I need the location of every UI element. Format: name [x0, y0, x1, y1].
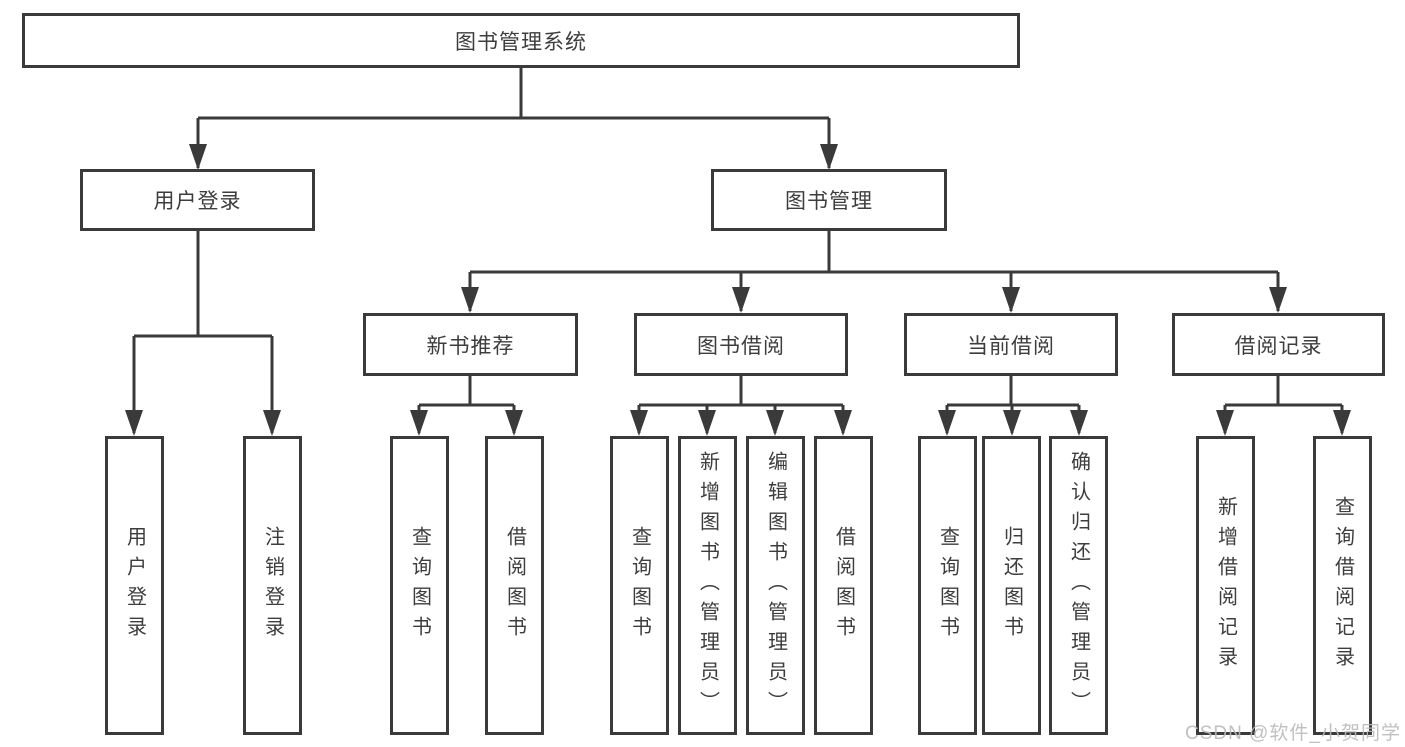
- leaf-borrow-books: 借阅图书: [814, 436, 873, 735]
- leaf-confirm-return-admin: 确认归还（管理员）: [1049, 436, 1108, 735]
- node-new-book-recommend: 新书推荐: [363, 313, 578, 376]
- leaf-edit-books-admin: 编辑图书（管理员）: [746, 436, 805, 735]
- leaf-borrow-books-recommend: 借阅图书: [485, 436, 544, 735]
- connector-newbook-to-leaves: [417, 376, 516, 433]
- leaf-query-borrow-record: 查询借阅记录: [1313, 436, 1372, 735]
- leaf-query-books-recommend: 查询图书: [390, 436, 449, 735]
- csdn-watermark: CSDN @软件_小贺同学: [1185, 723, 1401, 744]
- leaf-query-books-current: 查询图书: [918, 436, 977, 735]
- connector-records-to-leaves: [1223, 376, 1344, 433]
- leaf-add-borrow-record: 新增借阅记录: [1196, 436, 1255, 735]
- leaf-query-books-borrowing: 查询图书: [610, 436, 669, 735]
- node-borrow-records: 借阅记录: [1172, 313, 1385, 376]
- leaf-user-login: 用户登录: [105, 436, 164, 735]
- connector-borrow-to-leaves: [637, 376, 845, 433]
- node-current-borrowing: 当前借阅: [904, 313, 1118, 376]
- node-book-management: 图书管理: [711, 169, 947, 231]
- connector-login-to-leaves: [132, 231, 274, 433]
- leaf-add-books-admin: 新增图书（管理员）: [678, 436, 737, 735]
- connector-mgmt-to-level3: [468, 231, 1280, 311]
- node-library-system: 图书管理系统: [22, 13, 1020, 68]
- connector-root-to-level2: [196, 68, 831, 168]
- node-book-borrowing: 图书借阅: [634, 313, 848, 376]
- node-user-login: 用户登录: [80, 169, 315, 231]
- leaf-return-books: 归还图书: [982, 436, 1041, 735]
- arrowheads: [125, 144, 1351, 436]
- leaf-logout: 注销登录: [243, 436, 302, 735]
